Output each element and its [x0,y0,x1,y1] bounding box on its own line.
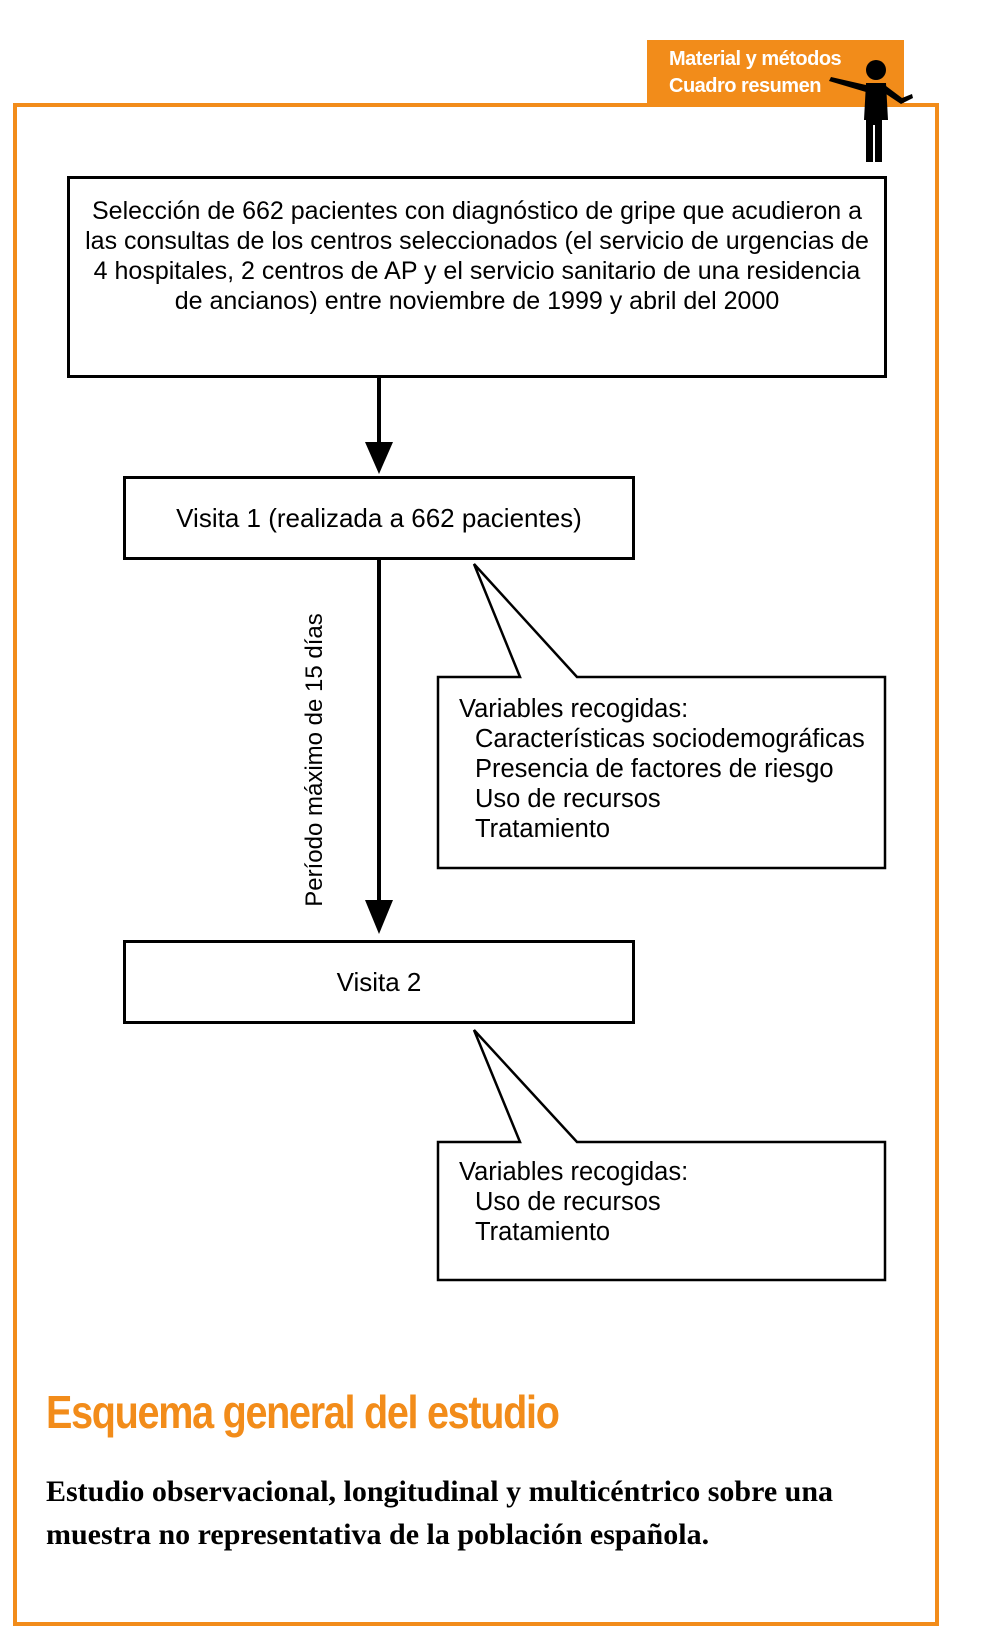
callout-box-1 [436,563,887,870]
tag-line-1: Material y métodos [669,48,842,70]
callout-1-item: Uso de recursos [475,785,661,813]
callout-2-heading: Variables recogidas: [459,1158,689,1186]
section-description: Estudio observacional, longitudinal y mu… [46,1475,834,1551]
visit2-label: Visita 2 [336,966,422,997]
selection-box: Selección de 662 pacientes con diagnósti… [67,176,887,378]
arrowhead-visit1 [365,442,393,474]
section-tag: Material y métodos Cuadro resumen [647,40,904,103]
visit1-box: Visita 1 (realizada a 662 pacientes) [123,476,635,560]
visit2-box: Visita 2 [123,940,635,1024]
callout-1-item: Características sociodemográficas [475,725,865,753]
section-title: Esquema general del estudio [46,1386,560,1438]
callout-1-item: Tratamiento [475,815,611,843]
callout-2-text: Variables recogidas: Uso de recursos Tra… [459,1157,688,1247]
callout-1-item: Presencia de factores de riesgo [475,755,834,783]
period-label: Período máximo de 15 días [301,613,328,907]
selection-text: Selección de 662 pacientes con diagnósti… [85,197,869,315]
callout-box-2 [436,1029,887,1282]
callout-1-heading: Variables recogidas: [459,695,689,723]
callout-2-item: Tratamiento [475,1218,611,1246]
presenter-icon [829,60,913,162]
visit1-label: Visita 1 (realizada a 662 pacientes) [176,502,582,533]
callout-1-text: Variables recogidas: Características soc… [459,694,865,844]
arrowhead-visit2 [365,900,393,934]
summary-frame [13,103,939,1626]
tag-line-2: Cuadro resumen [669,75,821,97]
callout-2-item: Uso de recursos [475,1188,661,1216]
